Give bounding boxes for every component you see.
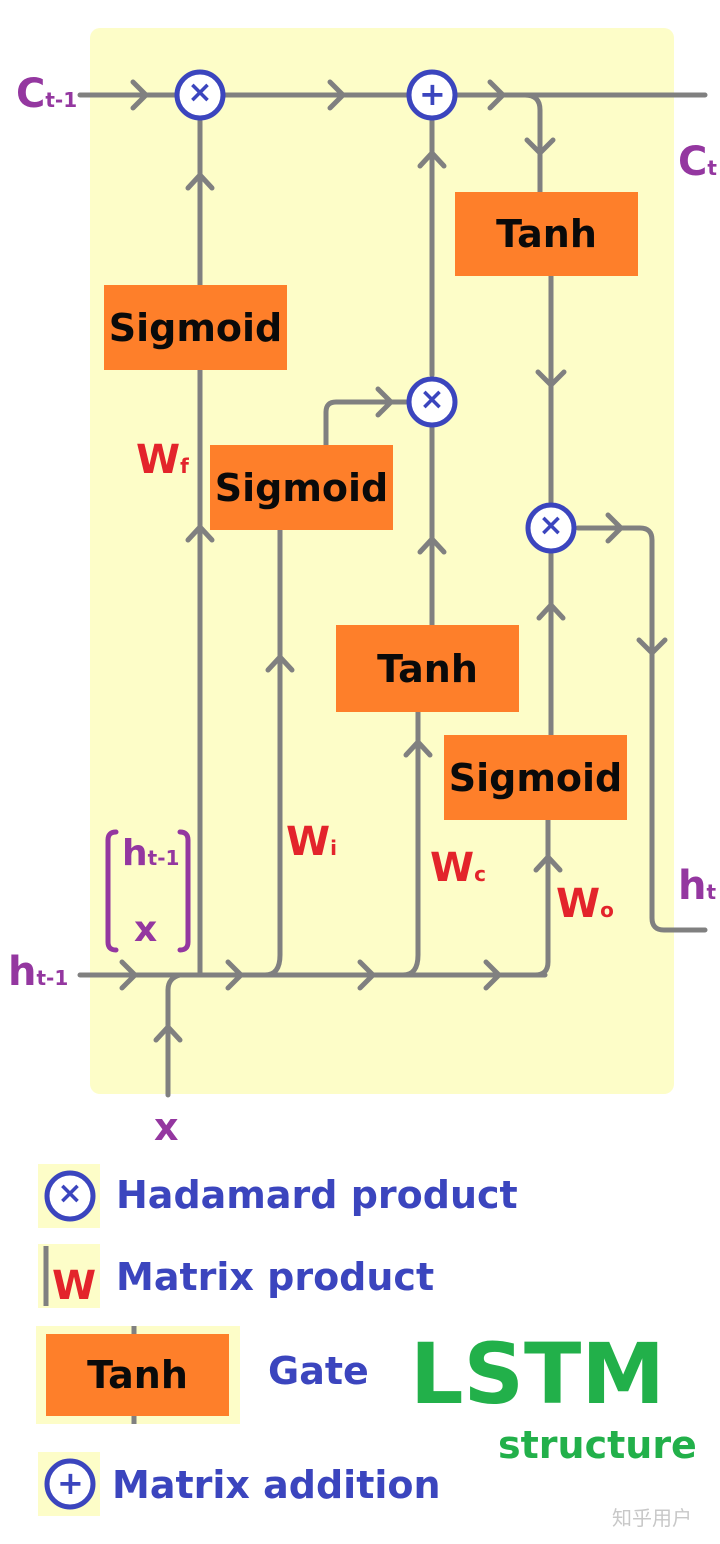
output-hadamard-circle bbox=[525, 502, 577, 554]
concat-h-label: ht-1 bbox=[122, 833, 180, 874]
input-to-hadamard-line bbox=[323, 399, 409, 448]
concat-x-label: x bbox=[134, 909, 158, 950]
hidden-output-line bbox=[575, 525, 708, 933]
cell-state-branch bbox=[522, 92, 543, 198]
x-input-label: x bbox=[154, 1105, 179, 1149]
legend-matrix-w: W bbox=[52, 1263, 97, 1309]
title-lstm: LSTM bbox=[410, 1325, 665, 1423]
cell-addition-symbol: + bbox=[419, 75, 446, 113]
legend-hadamard-symbol: × bbox=[57, 1176, 83, 1211]
forget-hadamard-circle bbox=[174, 69, 226, 121]
h-prev-label: ht-1 bbox=[8, 949, 69, 995]
output-gate-sigmoid: Sigmoid bbox=[444, 735, 627, 820]
candidate-gate-tanh: Tanh bbox=[336, 625, 519, 712]
weight-i-label: Wi bbox=[286, 819, 337, 865]
weight-o-label: Wo bbox=[556, 881, 614, 927]
h-next-label: ht bbox=[678, 863, 717, 909]
weight-c-label: Wc bbox=[430, 845, 486, 891]
legend-addition-circle bbox=[44, 1458, 96, 1510]
cell-addition-circle bbox=[406, 69, 458, 121]
legend-hadamard-text: Hadamard product bbox=[116, 1173, 518, 1217]
output-hadamard-symbol: × bbox=[538, 508, 564, 543]
legend-matrix-text: Matrix product bbox=[116, 1255, 435, 1299]
legend-addition-text: Matrix addition bbox=[112, 1463, 441, 1507]
forget-gate-sigmoid: Sigmoid bbox=[104, 285, 287, 370]
arrowheads bbox=[119, 79, 668, 1043]
candidate-line bbox=[400, 118, 435, 978]
watermark: 知乎用户 bbox=[612, 1506, 692, 1530]
input-hadamard-circle bbox=[406, 376, 458, 428]
forget-hadamard-symbol: × bbox=[187, 75, 213, 110]
c-prev-label: Ct-1 bbox=[16, 71, 78, 117]
weight-f-label: Wf bbox=[136, 437, 189, 483]
c-next-label: Ct bbox=[678, 139, 717, 185]
concat-bracket bbox=[105, 829, 191, 953]
x-input-line bbox=[165, 972, 183, 1098]
input-gate-sigmoid: Sigmoid bbox=[210, 445, 393, 530]
cell-state-tanh: Tanh bbox=[455, 192, 638, 276]
legend-gate-text: Gate bbox=[268, 1349, 369, 1393]
title-structure: structure bbox=[498, 1423, 697, 1467]
input-hadamard-symbol: × bbox=[419, 382, 445, 417]
legend-hadamard-circle bbox=[44, 1170, 96, 1222]
input-gate-line bbox=[262, 527, 283, 978]
legend-addition-symbol: + bbox=[57, 1464, 84, 1502]
legend-gate-box: Tanh bbox=[46, 1334, 229, 1416]
